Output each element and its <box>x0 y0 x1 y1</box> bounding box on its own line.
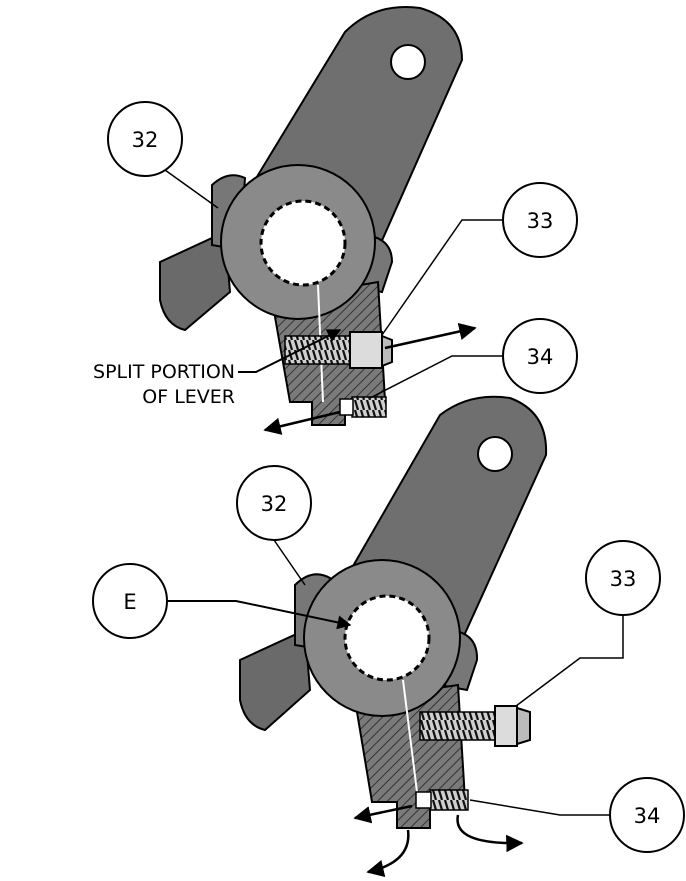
top-screw-34-tip <box>339 398 354 416</box>
top-bolt-33-end <box>381 334 393 368</box>
bottom-curve-arrow-right <box>456 814 524 853</box>
top-arm-hole <box>390 44 426 80</box>
bottom-bolt-33-end <box>516 706 531 746</box>
bottom-callout-33: 33 <box>515 540 661 707</box>
bottom-bolt-33-thread <box>419 711 496 741</box>
note-line-1: SPLIT PORTION <box>93 361 235 383</box>
split-portion-note: SPLIT PORTION OF LEVER <box>93 329 342 408</box>
bottom-slack-adjuster <box>239 395 548 878</box>
bottom-split-slit <box>402 679 419 801</box>
bottom-bolt-33-head <box>494 705 518 747</box>
top-bolt-33-head <box>349 331 383 369</box>
top-callout-34: 34 <box>369 318 578 399</box>
bottom-screw-34 <box>429 789 469 811</box>
callout-label: 33 <box>527 209 554 233</box>
callout-label: 34 <box>527 345 554 369</box>
bottom-arrow-left <box>353 804 413 824</box>
callout-label: E <box>123 590 136 614</box>
bottom-arm-hole <box>477 436 513 472</box>
top-slack-adjuster <box>159 6 477 435</box>
note-line-2: OF LEVER <box>142 386 235 408</box>
bottom-callout-32: 32 <box>236 465 312 586</box>
bottom-left-bracket <box>239 628 312 732</box>
bottom-callout-34: 34 <box>469 777 685 853</box>
bottom-screw-34-tip <box>415 791 432 809</box>
callout-label: 32 <box>132 128 159 152</box>
top-left-bracket <box>159 230 232 332</box>
bottom-spline-inner <box>352 603 422 673</box>
callout-label: 32 <box>261 492 288 516</box>
top-screw-34 <box>351 396 387 418</box>
bottom-callout-e: E <box>92 563 352 639</box>
callout-label: 34 <box>634 804 661 828</box>
callout-label: 33 <box>610 567 637 591</box>
bottom-curve-arrow-left <box>366 829 410 878</box>
top-callout-33: 33 <box>381 182 578 336</box>
top-callout-32: 32 <box>107 101 219 209</box>
top-arrow-right <box>384 322 477 350</box>
top-spline-inner <box>268 208 338 278</box>
top-arrow-left <box>263 410 341 435</box>
